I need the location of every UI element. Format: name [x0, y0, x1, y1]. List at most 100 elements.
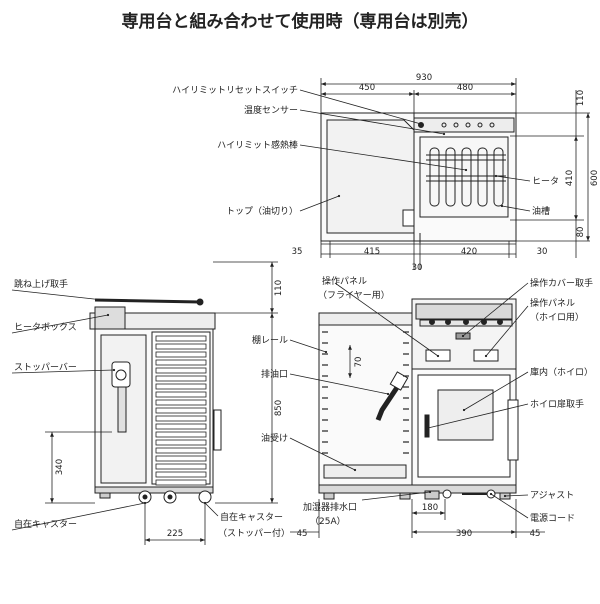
side-slat [155, 439, 207, 446]
side-slat [155, 479, 207, 486]
side-view-dimension-text: 110 850 340 225 [55, 280, 284, 539]
dim-bottom-b: 415 [364, 247, 380, 257]
dim-hoiro-width: 390 [456, 529, 472, 539]
label-hoiro-panel: 操作パネル [530, 297, 575, 309]
side-heater-box [94, 306, 126, 331]
top-view [320, 112, 517, 243]
side-casters [99, 490, 212, 504]
dim-side-base-height: 340 [55, 459, 65, 475]
side-slat [155, 447, 207, 454]
front-fryer-top [415, 303, 513, 320]
lift-handle [94, 298, 201, 304]
side-view-labels: 跳ね上げ取手 ヒータボックス ストッパーバー 自在キャスター [14, 278, 77, 530]
side-slat [155, 423, 207, 430]
label-cover-handle: 操作カバー取手 [530, 277, 593, 289]
knob-icon [489, 122, 495, 128]
page-title: 専用台と組み合わせて使用時（専用台は別売） [122, 11, 479, 32]
dim-right-total: 600 [590, 170, 600, 186]
label-heater-box: ヒータボックス [14, 322, 77, 333]
dim-side-height: 850 [274, 400, 284, 416]
label-stopper-bar: ストッパーバー [14, 362, 77, 373]
side-slat [155, 463, 207, 470]
knob-icon [477, 122, 483, 128]
hoiro-door-handle-icon [424, 414, 430, 438]
label-humidifier-drain-size: （25A） [310, 516, 346, 527]
side-slat [155, 431, 207, 438]
top-view-dimensions [320, 78, 590, 270]
heater-elements [426, 147, 506, 207]
fryer-panel-left [425, 349, 451, 362]
dim-right-bottom: 80 [576, 227, 586, 238]
label-reset-switch: ハイリミットリセットスイッチ [172, 85, 298, 96]
dim-side-caster-span: 225 [167, 529, 183, 539]
top-drain-slot [402, 209, 415, 227]
side-slat [155, 367, 207, 374]
front-view-labels: 棚レール 排油口 油受け 操作パネル （フライヤー用） 操作カバー取手 操作パネ… [218, 275, 593, 539]
dim-bottom-e: 30 [412, 263, 423, 273]
side-slat [155, 375, 207, 382]
side-slat [155, 351, 207, 358]
label-humidifier-drain: 加湿器排水口 [303, 501, 357, 513]
label-drain: 排油口 [261, 368, 288, 380]
side-slat [155, 343, 207, 350]
front-rack-rails [322, 331, 409, 454]
label-fryer-panel-sub: （フライヤー用） [318, 290, 390, 301]
dim-rail-pitch: 70 [354, 357, 364, 368]
dim-drain-offset: 180 [422, 503, 438, 513]
label-power-cord: 電源コード [530, 513, 575, 524]
dim-right-width: 480 [457, 83, 473, 93]
top-oil-drain-plate [326, 119, 415, 234]
label-fixed-caster: 自在キャスター [220, 511, 283, 523]
label-top-oil: トップ（油切り） [226, 205, 298, 217]
front-base [318, 484, 517, 494]
side-slat [155, 415, 207, 422]
label-hoiro-handle: ホイロ扉取手 [530, 398, 584, 410]
side-handle [213, 409, 222, 451]
label-fixed-caster-sub: （ストッパー付） [218, 528, 290, 539]
top-oil-tank [419, 136, 509, 218]
side-slat [155, 471, 207, 478]
label-limit-sensor: ハイリミット感熱棒 [217, 139, 298, 151]
dim-bottom-a: 35 [292, 247, 303, 257]
front-oil-pan [323, 464, 407, 479]
dim-bottom-c: 420 [461, 247, 477, 257]
label-rack-rail: 棚レール [252, 334, 288, 346]
front-view-leaders [203, 282, 529, 519]
side-view-dimensions [45, 261, 278, 545]
knob-icon [453, 122, 459, 128]
label-hoiro-inside: 庫内（ホイロ） [530, 366, 593, 378]
dim-right-offset: 45 [530, 529, 541, 539]
top-view-dimension-text: 930 450 480 35 415 420 30 30 110 410 600… [292, 73, 600, 273]
label-oil-tank: 油槽 [532, 205, 550, 217]
dim-total-width: 930 [416, 73, 432, 83]
label-oil-pan: 油受け [261, 432, 288, 444]
label-lift-handle: 跳ね上げ取手 [14, 278, 68, 290]
dim-side-top-gap: 110 [274, 280, 284, 296]
dim-right-mid: 410 [565, 170, 575, 186]
side-slat [155, 391, 207, 398]
stopper-bar-rod [117, 386, 127, 433]
knob-icon [465, 122, 471, 128]
side-base [94, 486, 214, 494]
dim-left-width: 450 [359, 83, 375, 93]
side-slat [155, 383, 207, 390]
knob-icon [441, 122, 447, 128]
label-hoiro-panel-sub: （ホイロ用） [530, 312, 584, 323]
label-temp-sensor: 温度センサー [244, 104, 298, 116]
side-slats [155, 335, 207, 486]
label-heater: ヒータ [532, 176, 559, 187]
side-slat [155, 359, 207, 366]
dim-bottom-d: 30 [537, 247, 548, 257]
dim-left-offset: 45 [297, 529, 308, 539]
label-fryer-panel: 操作パネル [322, 275, 367, 287]
top-view-leaders [299, 89, 531, 212]
front-stand-top [318, 312, 413, 326]
front-view-dimension-text: 70 45 180 390 45 [297, 357, 541, 539]
front-view [318, 298, 519, 494]
dim-right-top: 110 [576, 90, 586, 106]
side-slat [155, 399, 207, 406]
top-control-strip [413, 117, 515, 133]
label-free-caster: 自在キャスター [14, 518, 77, 530]
